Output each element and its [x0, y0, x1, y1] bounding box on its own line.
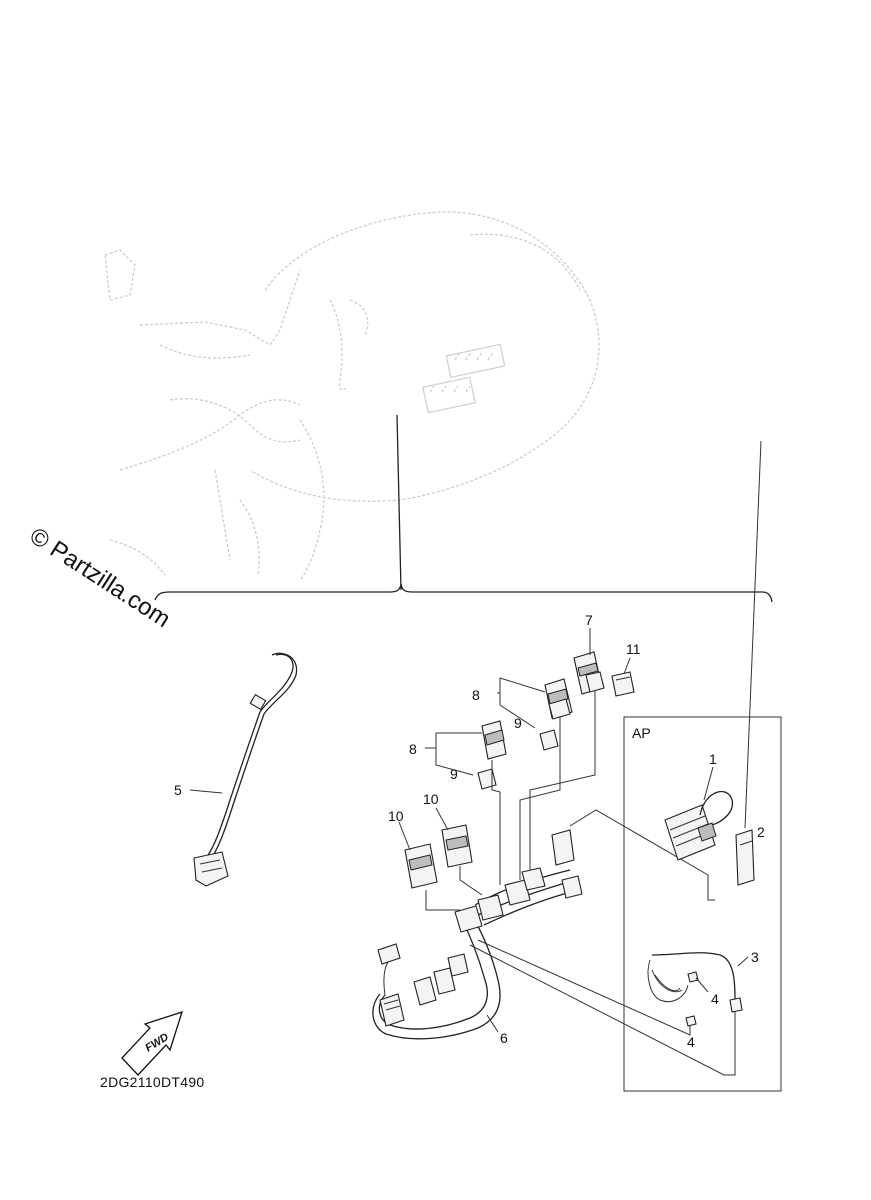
callout-10-right: 10: [423, 791, 439, 807]
callout-10-left: 10: [388, 808, 404, 824]
callout-6: 6: [500, 1030, 508, 1046]
callout-4-lower: 4: [687, 1034, 695, 1050]
part-10-connector-left: [404, 843, 438, 889]
part-5-wire-lead: [193, 652, 298, 887]
part-1-connector-assembly: [664, 791, 734, 861]
part-8-lower-connector: [481, 720, 507, 760]
part-10-connector-right: [441, 824, 473, 868]
callout-7: 7: [585, 612, 593, 628]
part-2-cover: [735, 829, 755, 886]
part-6-wire-harness: [372, 829, 583, 1040]
callout-1: 1: [709, 751, 717, 767]
callout-3: 3: [751, 949, 759, 965]
callout-4-upper: 4: [711, 991, 719, 1007]
callout-8-upper: 8: [472, 687, 480, 703]
part-3-wire-lead: [647, 952, 743, 1013]
ap-section-box: [623, 716, 782, 1092]
part-11-connector: [611, 671, 635, 697]
part-4-terminal-upper: [687, 971, 699, 983]
callout-11: 11: [626, 641, 641, 657]
part-8-upper-connector: [544, 678, 573, 720]
part-9-upper-connector: [539, 729, 559, 751]
part-9-lower-connector: [477, 768, 497, 790]
ap-section-label: AP: [632, 725, 651, 741]
group-bracket: [154, 583, 773, 603]
diagram-code: 2DG2110DT490: [100, 1074, 205, 1090]
forward-direction-arrow: FWD: [121, 1010, 183, 1076]
part-7-relay-connector: [573, 651, 605, 695]
leader-line: [396, 414, 402, 591]
watermark-text: © Partzilla.com: [25, 522, 175, 633]
callout-9-upper: 9: [514, 715, 522, 731]
callout-8-lower: 8: [409, 741, 417, 757]
callout-5: 5: [174, 782, 182, 798]
vehicle-ghost-outline: [104, 211, 600, 581]
part-4-terminal-lower: [685, 1015, 697, 1027]
callout-2: 2: [757, 824, 765, 840]
callout-9-lower: 9: [450, 766, 458, 782]
